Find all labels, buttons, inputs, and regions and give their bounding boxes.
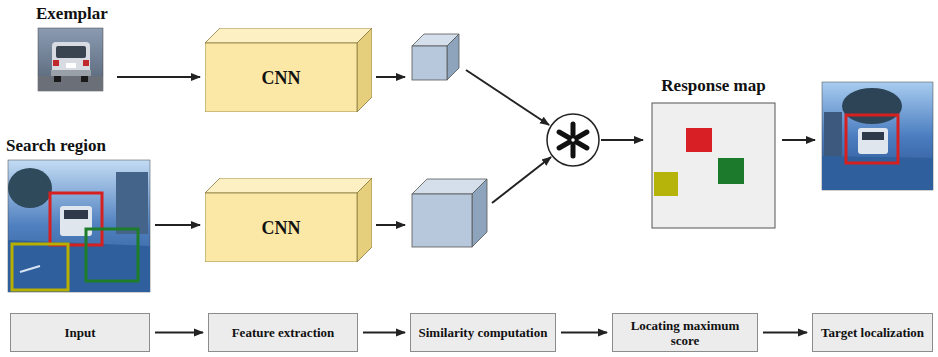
flow-arrow <box>117 76 200 78</box>
cuboid-front <box>205 43 357 112</box>
car-window <box>862 132 884 140</box>
spoke <box>577 142 587 148</box>
process-box: Target localization <box>812 313 933 352</box>
step-label: Feature extraction <box>232 325 335 340</box>
flow-arrow <box>363 332 405 334</box>
arrow <box>376 76 405 78</box>
cuboid-face: CNN <box>205 43 357 112</box>
cnn-block: CNN <box>205 28 372 112</box>
response-map <box>652 103 775 228</box>
building <box>116 172 148 234</box>
candidate-box <box>12 244 68 290</box>
wheel <box>54 76 61 82</box>
tail-light <box>53 60 59 66</box>
score-patch <box>718 158 744 184</box>
arrow <box>782 139 815 141</box>
output-photo <box>822 82 933 190</box>
spoke <box>571 144 576 156</box>
photo-panel: Search region <box>6 136 150 292</box>
candidate-box <box>86 229 138 281</box>
flow-arrow <box>561 332 607 334</box>
feature-cube <box>412 179 487 247</box>
score-patch <box>654 172 678 196</box>
step-label: Locating maximum score <box>619 318 751 348</box>
flow-arrow <box>155 332 203 334</box>
step-label: Input <box>64 325 95 340</box>
search-photo <box>8 160 150 292</box>
score-peak <box>686 128 712 152</box>
candidate-box <box>50 193 102 245</box>
photo-ground <box>38 28 103 91</box>
car-body <box>858 128 888 154</box>
cube-side <box>447 34 459 80</box>
photo-ground <box>822 82 933 190</box>
cuboid-side <box>357 178 372 262</box>
car-body <box>52 42 90 76</box>
tree <box>8 168 52 208</box>
tree <box>842 88 902 124</box>
process-box: Feature extraction <box>208 313 358 352</box>
arrow <box>601 139 643 141</box>
photo-ground <box>8 160 150 292</box>
truck <box>824 112 842 162</box>
arrow <box>466 70 549 125</box>
asterisk <box>559 124 587 156</box>
cuboid-face: CNN <box>205 193 357 262</box>
map-square <box>652 103 775 228</box>
road <box>822 156 933 190</box>
cube-front <box>412 194 472 247</box>
tail-light <box>83 60 89 66</box>
response-map-panel: Response map <box>650 76 777 228</box>
cuboid-top <box>205 28 372 43</box>
car-window <box>64 210 88 219</box>
block-label: CNN <box>262 68 301 88</box>
panel-heading: Response map <box>650 76 777 96</box>
car-window <box>56 46 86 58</box>
photo-panel: Exemplar <box>36 4 112 91</box>
flow-arrow <box>155 224 200 226</box>
road <box>8 240 150 292</box>
process-box: Locating maximum score <box>612 313 758 352</box>
exemplar-photo <box>38 28 103 91</box>
process-box: Input <box>10 313 150 352</box>
plate <box>66 63 76 68</box>
road <box>38 76 103 91</box>
spoke <box>559 132 569 138</box>
step-label: Similarity computation <box>419 325 548 340</box>
spoke <box>577 132 587 138</box>
bumper <box>51 70 91 76</box>
spoke <box>559 142 569 148</box>
cube-side <box>472 179 487 247</box>
wheel <box>81 76 88 82</box>
spoke <box>571 124 576 136</box>
arrow <box>492 157 551 203</box>
symbol-circle <box>547 114 599 166</box>
feature-cube <box>412 34 459 80</box>
step-label: Target localization <box>821 325 924 340</box>
cuboid-front <box>205 193 357 262</box>
flow-arrow <box>763 332 807 334</box>
panel-heading: Exemplar <box>36 4 112 24</box>
cuboid-side <box>357 28 372 112</box>
target-box <box>846 115 898 163</box>
cube-front <box>412 46 447 80</box>
block-label: CNN <box>262 218 301 238</box>
cuboid-top <box>205 178 372 193</box>
process-box: Similarity computation <box>410 313 556 352</box>
arrow <box>376 224 405 226</box>
cnn-block: CNN <box>205 178 372 262</box>
correlation-symbol <box>547 114 599 166</box>
lane-mark <box>20 266 40 272</box>
panel-heading: Search region <box>6 136 150 156</box>
